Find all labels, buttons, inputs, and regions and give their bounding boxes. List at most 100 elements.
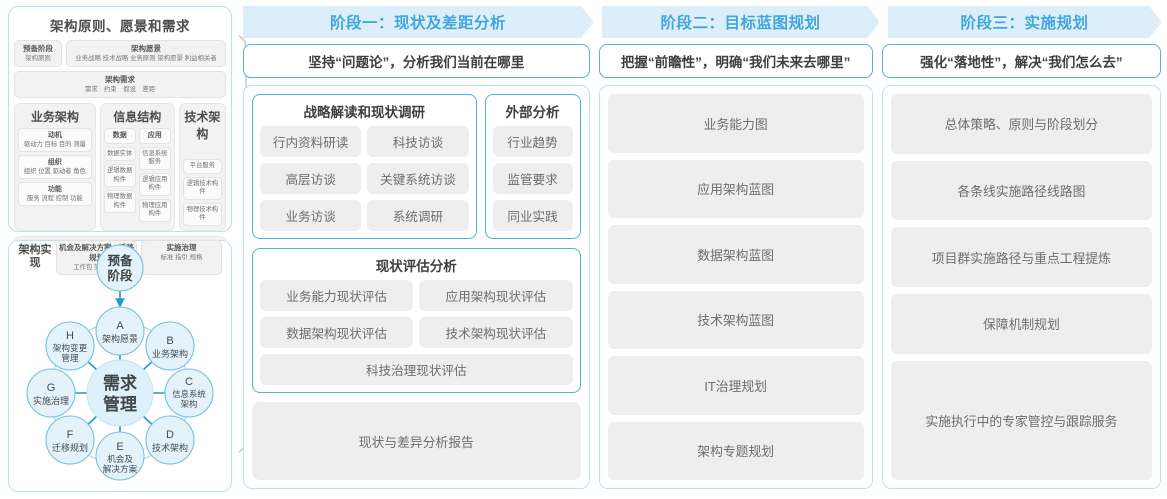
framework-col-information: 信息结构 数据 数据实体 逻辑数据构件 xyxy=(99,103,175,231)
opportunity-head: 机会及解决方案、迁移规划 xyxy=(59,242,134,262)
phase-3-body: 总体策略、原则与阶段划分 各条线实施路径线路图 项目群实施路径与重点工程提炼 保… xyxy=(881,85,1161,489)
chip-item[interactable]: 科技访谈 xyxy=(367,126,469,157)
app-head: 应用 xyxy=(147,132,162,139)
list-item[interactable]: 各条线实施路径线路图 xyxy=(890,160,1152,221)
togaf-framework-panel: 架构原则、愿景和需求 预备阶段 架构原则 架构愿景 业务战略 技术战略 业务原则… xyxy=(8,6,232,279)
adm-node-A-key: A xyxy=(116,320,124,332)
assessment-chips-grid: 业务能力现状评估 应用架构现状评估 数据架构现状评估 技术架构现状评估 xyxy=(260,280,573,348)
chip-item[interactable]: 技术架构现状评估 xyxy=(419,317,573,348)
adm-node-D-label: 技术架构 xyxy=(152,442,188,453)
strategy-research-title: 战略解读和现状调研 xyxy=(303,105,426,120)
svg-text:管理: 管理 xyxy=(61,352,79,363)
chip-item[interactable]: 监管要求 xyxy=(492,163,573,194)
adm-node-G-label: 实施治理 xyxy=(33,395,69,406)
data-entity-box: 数据实体 xyxy=(103,146,136,161)
phase-1-header[interactable]: 阶段一：现状及差距分析 xyxy=(243,6,593,38)
logical-app: 逻辑应用构件 xyxy=(142,175,168,192)
external-analysis-group: 外部分析 行业趋势 监管要求 同业实践 xyxy=(484,94,581,239)
physical-data-box: 物理数据构件 xyxy=(103,190,136,213)
phase-1-body: 战略解读和现状调研 行内资料研读 科技访谈 高层访谈 关键系统访谈 业务访谈 系… xyxy=(243,85,590,489)
phase-3-subtitle: 强化“落地性”，解决“我们怎么去” xyxy=(881,44,1161,78)
svg-text:架构变更: 架构变更 xyxy=(53,342,88,353)
adm-node-A-label: 架构愿景 xyxy=(102,333,138,344)
framework-col-technical: 技术架构 平台服务 逻辑技术构件 物理技术构件 xyxy=(178,103,226,231)
svg-text:信息系统: 信息系统 xyxy=(172,389,206,399)
phase-1-subtitle-label: 坚持“问题论”，分析我们当前在哪里 xyxy=(308,55,525,70)
framework-row-realization: 架构实现 机会及解决方案、迁移规划 工作包 架构契约 实施治理 标准 指引 规格 xyxy=(14,235,226,279)
framework-col-business: 业务架构 动机 驱动力 目标 目的 测量 组织 组织 位置 驱动者 角色 功能 … xyxy=(14,103,96,231)
physical-app: 物理应用构件 xyxy=(142,201,168,218)
phase-1-top-split: 战略解读和现状调研 行内资料研读 科技访谈 高层访谈 关键系统访谈 业务访谈 系… xyxy=(252,94,581,239)
list-item[interactable]: 保障机制规划 xyxy=(890,294,1152,354)
vision-head: 架构愿景 xyxy=(131,44,161,53)
chip-item[interactable]: 系统调研 xyxy=(367,200,469,231)
organization-head: 组织 xyxy=(47,159,62,166)
phase-2-subtitle: 把握“前瞻性”，明确“我们未来去哪里” xyxy=(598,44,873,78)
phase-1-header-label: 阶段一：现状及差距分析 xyxy=(329,15,506,32)
chip-item[interactable]: 数据架构现状评估 xyxy=(260,317,414,348)
app-head-box: 应用 xyxy=(138,128,171,144)
list-item[interactable]: IT治理规划 xyxy=(607,356,864,415)
chip-item[interactable]: 业务能力现状评估 xyxy=(260,280,414,311)
list-item[interactable]: 业务能力图 xyxy=(607,94,864,153)
togaf-adm-panel: 需求 管理 预备 阶段 A 架构愿景 B 业务架构 C 信息系统 架构 xyxy=(8,240,232,492)
chip-item[interactable]: 业务访谈 xyxy=(260,200,362,231)
business-item-function: 功能 服务 流程 控制 功能 xyxy=(18,182,92,206)
list-item[interactable]: 架构专题规划 xyxy=(607,421,864,480)
adm-node-H-key: H xyxy=(66,330,74,342)
gap-analysis-report[interactable]: 现状与差异分析报告 xyxy=(252,402,581,480)
phase-2-column: 把握“前瞻性”，明确“我们未来去哪里” 业务能力图 应用架构蓝图 数据架构蓝图 … xyxy=(598,38,873,489)
chip-item[interactable]: 行内资料研读 xyxy=(260,126,362,157)
list-item[interactable]: 技术架构蓝图 xyxy=(607,290,864,349)
motivation-head: 动机 xyxy=(47,132,62,139)
svg-text:解决方案: 解决方案 xyxy=(103,463,138,474)
adm-cycle-diagram: 需求 管理 预备 阶段 A 架构愿景 B 业务架构 C 信息系统 架构 xyxy=(26,244,214,481)
phase-2-header[interactable]: 阶段二：目标蓝图规划 xyxy=(602,6,879,38)
is-service-box: 信息系统服务 xyxy=(138,146,171,170)
is-service: 信息系统服务 xyxy=(142,149,168,166)
list-item[interactable]: 实施执行中的专家管控与跟踪服务 xyxy=(890,360,1152,481)
information-title: 信息结构 xyxy=(113,110,162,124)
framework-row-requirements: 架构需求 需求 约束 假设 差距 xyxy=(14,71,226,98)
requirements-sub: 需求 约束 假设 差距 xyxy=(84,86,156,93)
adm-prelim-line2: 阶段 xyxy=(107,268,133,283)
chip-item[interactable]: 科技治理现状评估 xyxy=(260,354,573,385)
chip-item[interactable]: 关键系统访谈 xyxy=(367,163,469,194)
data-head-box: 数据 xyxy=(103,128,136,144)
chip-item[interactable]: 高层访谈 xyxy=(260,163,362,194)
framework-cell-vision: 架构愿景 业务战略 技术战略 业务原则 架构愿景 利益相关者 xyxy=(66,40,226,67)
physical-tech: 物理技术构件 xyxy=(186,205,219,222)
phase-3-header[interactable]: 阶段三：实施规划 xyxy=(888,6,1161,38)
chip-item[interactable]: 应用架构现状评估 xyxy=(419,280,573,311)
platform-service-box: 平台服务 xyxy=(182,159,222,174)
adm-node-D-key: D xyxy=(166,429,174,441)
togaf-reference-column: 架构原则、愿景和需求 预备阶段 架构原则 架构愿景 业务战略 技术战略 业务原则… xyxy=(8,6,252,493)
framework-domain-columns: 业务架构 动机 驱动力 目标 目的 测量 组织 组织 位置 驱动者 角色 功能 … xyxy=(14,103,226,231)
phase-3-column: 强化“落地性”，解决“我们怎么去” 总体策略、原则与阶段划分 各条线实施路径线路… xyxy=(881,38,1161,489)
framework-row-vision: 预备阶段 架构原则 架构愿景 业务战略 技术战略 业务原则 架构愿景 利益相关者 xyxy=(14,40,226,67)
list-item[interactable]: 总体策略、原则与阶段划分 xyxy=(890,94,1152,154)
chip-item[interactable]: 同业实践 xyxy=(492,200,573,231)
logical-data: 逻辑数据构件 xyxy=(107,167,133,183)
adm-prelim-line1: 预备 xyxy=(107,253,133,268)
logical-tech: 逻辑技术构件 xyxy=(186,179,219,196)
chip-item[interactable]: 行业趋势 xyxy=(492,126,573,157)
list-item[interactable]: 项目群实施路径与重点工程提炼 xyxy=(890,227,1152,288)
function-head: 功能 xyxy=(47,186,62,193)
logical-tech-box: 逻辑技术构件 xyxy=(182,176,222,200)
implementation-governance-box: 实施治理 标准 指引 规格 xyxy=(141,239,222,275)
technical-title: 技术架构 xyxy=(184,110,221,141)
information-data-group: 数据 数据实体 逻辑数据构件 物理数据构件 xyxy=(103,128,136,222)
adm-center-line2: 管理 xyxy=(103,394,137,414)
list-item[interactable]: 应用架构蓝图 xyxy=(607,159,864,218)
phase-2-header-label: 阶段二：目标蓝图规划 xyxy=(660,15,821,32)
phase-3-subtitle-label: 强化“落地性”，解决“我们怎么去” xyxy=(920,55,1123,70)
list-item[interactable]: 数据架构蓝图 xyxy=(607,225,864,284)
adm-center-line1: 需求 xyxy=(103,373,137,393)
phase-2-items: 业务能力图 应用架构蓝图 数据架构蓝图 技术架构蓝图 IT治理规划 架构专题规划 xyxy=(607,94,864,480)
svg-text:架构: 架构 xyxy=(181,399,198,409)
strategy-research-chips: 行内资料研读 科技访谈 高层访谈 关键系统访谈 业务访谈 系统调研 xyxy=(260,126,469,231)
business-item-motivation: 动机 驱动力 目标 目的 测量 xyxy=(18,128,92,152)
phase-header-band: 阶段一：现状及差距分析 阶段二：目标蓝图规划 阶段三：实施规划 xyxy=(243,6,1167,38)
information-app-group: 应用 信息系统服务 逻辑应用构件 物理应用构件 xyxy=(138,128,171,222)
